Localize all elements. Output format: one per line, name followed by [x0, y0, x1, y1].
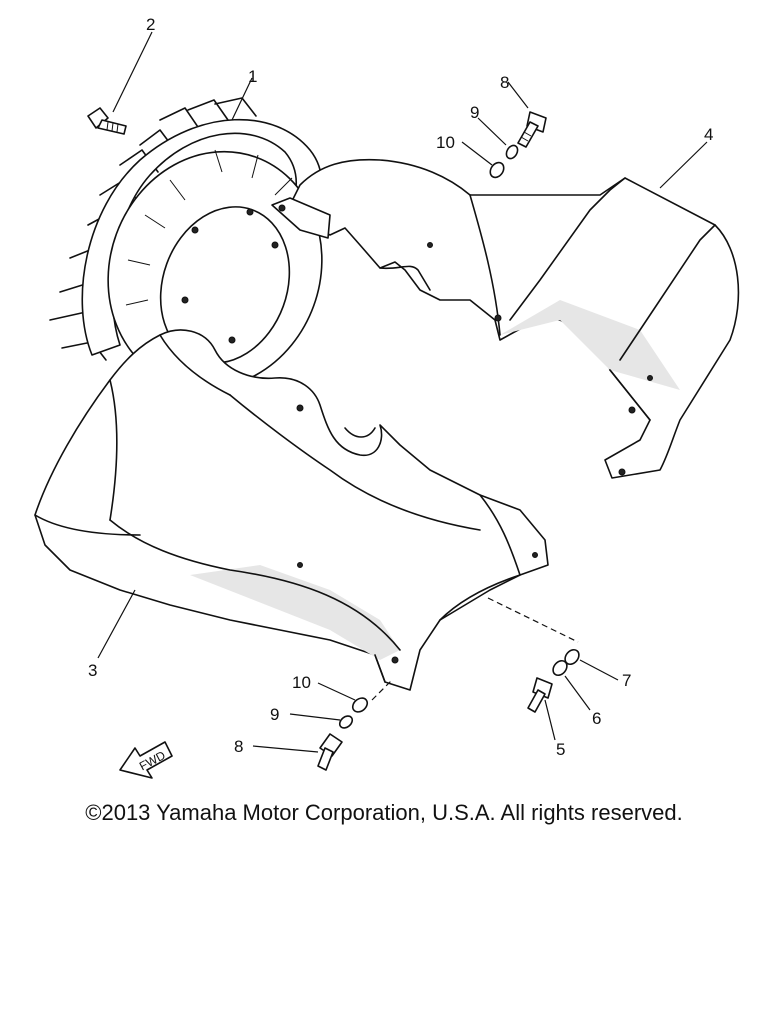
- callout-5: 5: [556, 740, 565, 759]
- callout-8-lower: 8: [234, 737, 243, 756]
- callout-6: 6: [592, 709, 601, 728]
- bolt-part-8-lower: [317, 733, 343, 771]
- callout-8-upper: 8: [500, 73, 509, 92]
- lower-fan-shroud-part: [34, 329, 549, 691]
- callout-10-upper: 10: [436, 133, 455, 152]
- bolt-part-5: [527, 677, 553, 713]
- bolt-part-2: [87, 107, 127, 135]
- copyright-notice: ©2013 Yamaha Motor Corporation, U.S.A. A…: [85, 800, 683, 825]
- cooling-fan-part: [49, 97, 323, 390]
- callout-9-lower: 9: [270, 705, 279, 724]
- callout-4: 4: [704, 125, 713, 144]
- callout-1: 1: [248, 67, 257, 86]
- upper-fan-shroud-part: [271, 158, 740, 479]
- washer-part-10-lower: [351, 697, 369, 713]
- leader-lines: [97, 31, 708, 753]
- callout-labels: 1 2 3 4 5 6 7 8 8 9 9 10 10: [88, 15, 713, 759]
- fwd-arrow-icon: FWD: [119, 741, 173, 779]
- exploded-parts-diagram: 1 2 3 4 5 6 7 8 8 9 9 10 10 FWD: [34, 15, 740, 779]
- lock-washer-part-9-upper: [505, 144, 519, 160]
- lock-washer-part-9-lower: [338, 715, 354, 729]
- callout-3: 3: [88, 661, 97, 680]
- bolt-part-8-upper: [517, 111, 547, 148]
- callout-7: 7: [622, 671, 631, 690]
- callout-2: 2: [146, 15, 155, 34]
- callout-9-upper: 9: [470, 103, 479, 122]
- callout-10-lower: 10: [292, 673, 311, 692]
- washer-part-10-upper: [489, 161, 505, 179]
- lock-washer-part-6: [552, 659, 568, 677]
